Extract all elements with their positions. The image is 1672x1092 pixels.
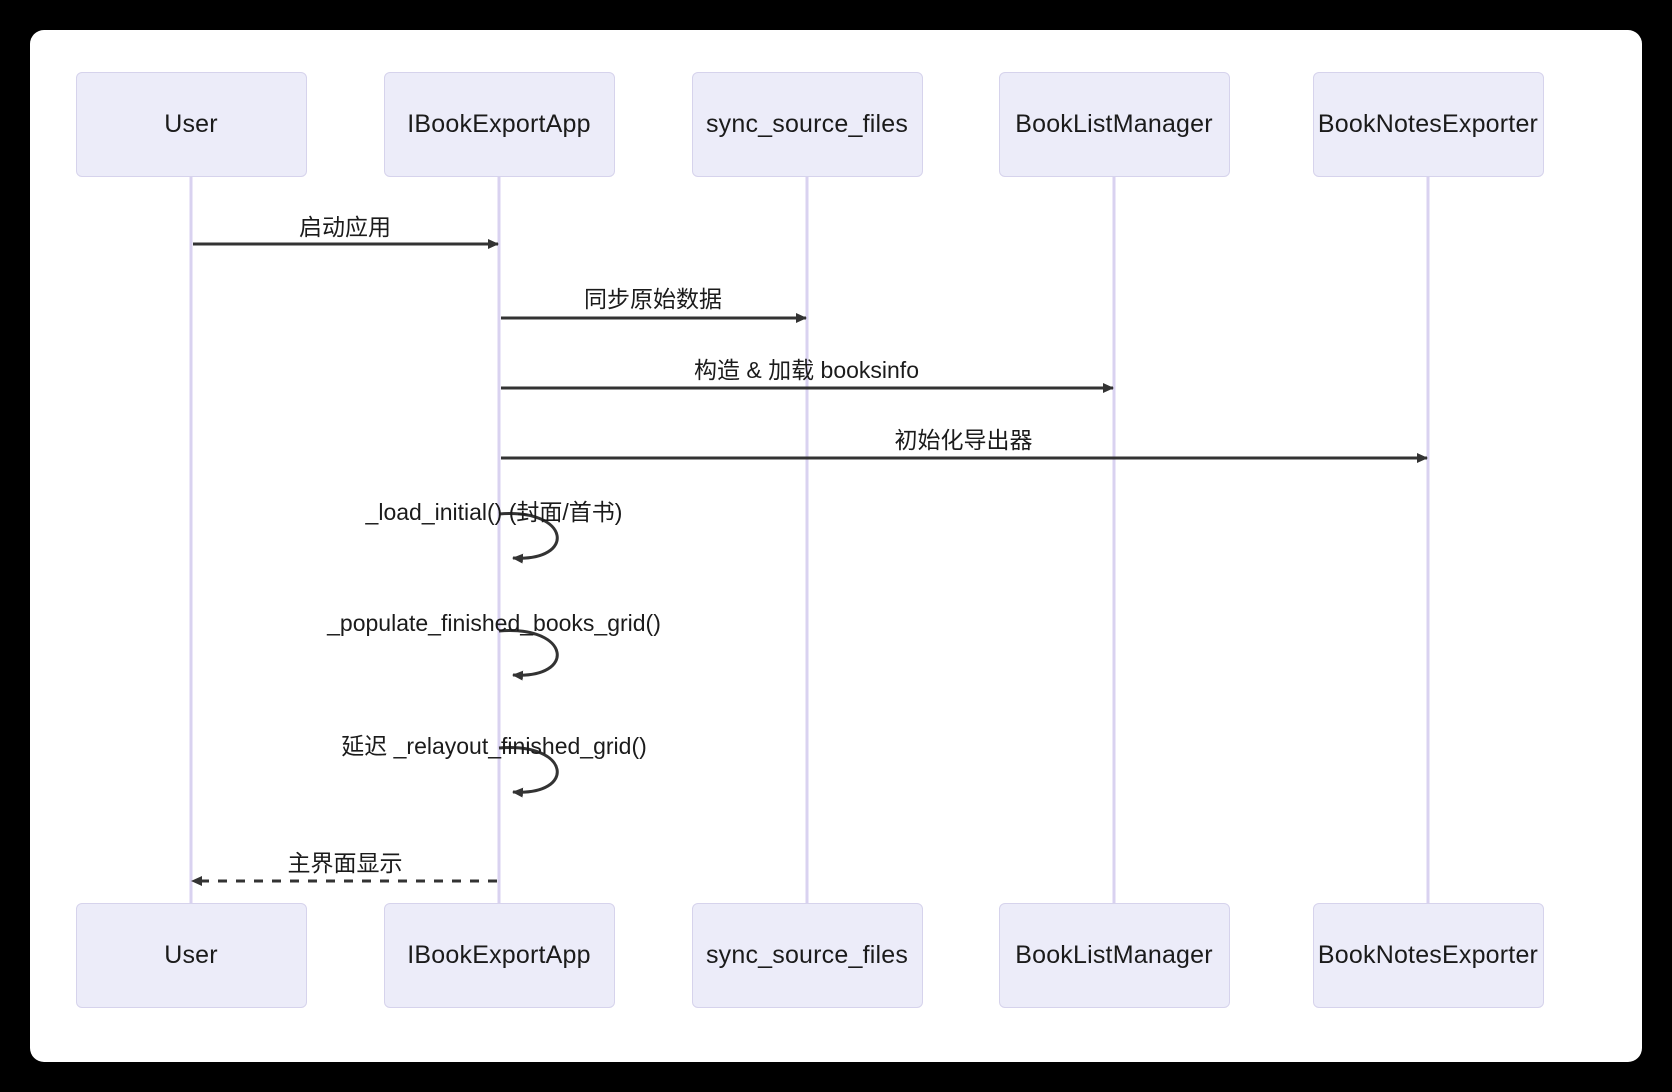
message-label-2: 同步原始数据	[584, 286, 722, 312]
self-message-arrow-7	[498, 746, 559, 798]
lifelines-group	[189, 177, 1430, 903]
participant-app-bottom[interactable]: IBookExportApp	[383, 903, 615, 1008]
participant-exporter-top[interactable]: BookNotesExporter	[1312, 72, 1544, 177]
participant-app-top[interactable]: IBookExportApp	[383, 72, 615, 177]
participant-booklist-top[interactable]: BookListManager	[998, 72, 1230, 177]
participant-booklist-bottom[interactable]: BookListManager	[998, 903, 1230, 1008]
participant-user-top[interactable]: User	[75, 72, 307, 177]
participant-label: BookNotesExporter	[1317, 110, 1539, 138]
message-label-8: 主界面显示	[287, 850, 403, 876]
participant-user-bottom[interactable]: User	[75, 903, 307, 1008]
message-label-1: 启动应用	[299, 214, 391, 240]
participant-sync-bottom[interactable]: sync_source_files	[691, 903, 923, 1008]
participant-label: User	[164, 110, 218, 138]
participant-label: BookNotesExporter	[1317, 941, 1539, 969]
participant-exporter-bottom[interactable]: BookNotesExporter	[1312, 903, 1544, 1008]
message-label-6: _populate_finished_books_grid()	[327, 610, 661, 636]
message-label-7: 延迟 _relayout_finished_grid()	[341, 733, 647, 759]
participant-label: sync_source_files	[705, 110, 909, 138]
message-label-4: 初始化导出器	[894, 427, 1033, 453]
self-message-arrow-6	[498, 629, 559, 681]
participant-label: IBookExportApp	[407, 941, 591, 969]
message-label-5: _load_initial() (封面/首书)	[365, 499, 623, 525]
participant-sync-top[interactable]: sync_source_files	[691, 72, 923, 177]
participant-label: BookListManager	[1015, 941, 1213, 969]
participant-label: User	[164, 941, 218, 969]
message-label-3: 构造 & 加载 booksinfo	[694, 357, 919, 383]
participant-label: BookListManager	[1015, 110, 1213, 138]
message-arrows-group	[191, 239, 1428, 886]
diagram-vector-layer	[189, 177, 1430, 903]
self-message-arrow-5	[498, 512, 559, 564]
participant-label: sync_source_files	[705, 941, 909, 969]
participant-label: IBookExportApp	[407, 110, 591, 138]
